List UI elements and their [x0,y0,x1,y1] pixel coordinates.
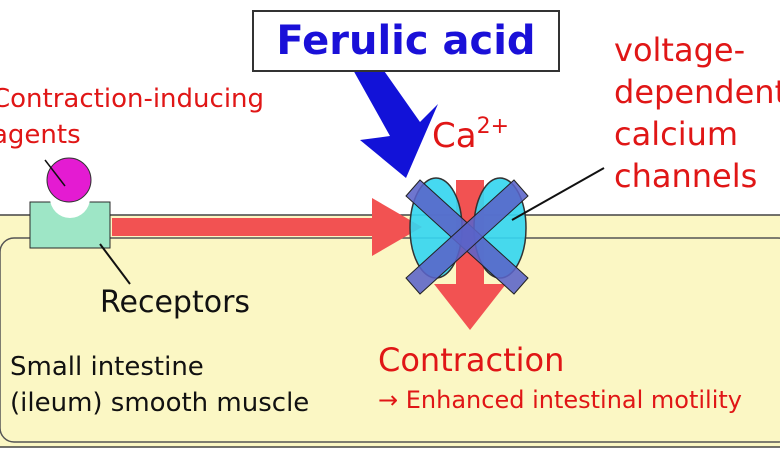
channels-label-line1: voltage- [614,31,746,69]
agents-label-line1: Contraction-inducing [0,84,265,114]
title-box: Ferulic acid [252,10,560,72]
result-detail: → Enhanced intestinal motility [378,386,743,414]
inhibit-arrow [352,48,438,178]
receptors-label: Receptors [100,285,251,320]
tissue-label-line2: (ileum) smooth muscle [10,388,310,418]
title-label: Ferulic acid [276,18,536,64]
signal-arrow-shaft [112,218,384,236]
tissue-label-line1: Small intestine [10,352,204,382]
blocker-bar-2 [405,179,529,295]
channel-pointer-line [511,167,605,221]
calcium-ion-charge: 2+ [476,114,510,139]
agents-label-line2: agents [0,120,81,150]
channels-label-line2: dependent [614,73,780,111]
agent-pointer-line [44,159,66,187]
calcium-ion-symbol: Ca [432,116,477,156]
agent-molecule [46,157,92,203]
signal-arrow-head [372,198,422,256]
channels-label-line4: channels [614,157,758,195]
contraction-arrow-head [434,284,506,330]
calcium-ion-label: Ca2+ [432,114,510,156]
receptor-pointer-line [99,243,131,285]
result-title: Contraction [378,341,565,379]
channel-blocker [405,179,529,295]
channels-label-line3: calcium [614,115,739,153]
